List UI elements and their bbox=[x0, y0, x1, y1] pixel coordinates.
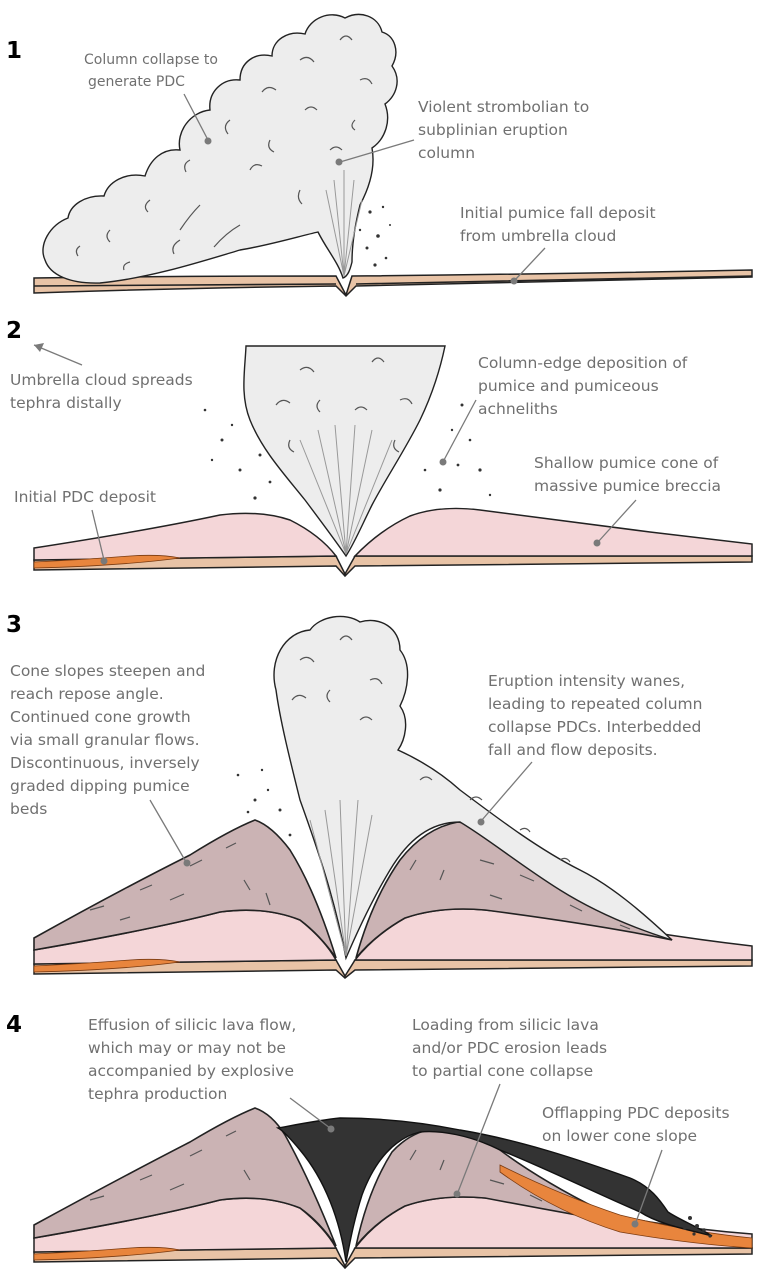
panel-4-cone-bedding bbox=[89, 1130, 543, 1202]
panel-1: 1 Column collapse to generate PDC Violen… bbox=[6, 13, 753, 298]
panel-3-dot-wanes bbox=[477, 818, 485, 826]
panel-2-dot-edge bbox=[439, 458, 447, 466]
panel-2-leader-pdc bbox=[91, 509, 105, 561]
panel-3-eruption-column bbox=[273, 615, 673, 961]
panel-4-left-steep-cone bbox=[33, 1107, 337, 1247]
panel-4-leader-effusion bbox=[289, 1097, 331, 1129]
panel-4-leader-offlap bbox=[635, 1149, 663, 1223]
panel-4-talus-blocks bbox=[683, 1216, 712, 1238]
panel-2-dot-cone bbox=[593, 539, 601, 547]
panel-3-left-steep-cone bbox=[33, 819, 337, 959]
panel-4-silicic-lava-flow bbox=[275, 1117, 713, 1263]
panel-3-cone-bedding bbox=[89, 842, 631, 930]
panel-3-number: 3 bbox=[6, 612, 22, 638]
panel-2-left-pumice-cone bbox=[33, 512, 338, 561]
panel-3-label-wanes: Eruption intensity wanes, leading to rep… bbox=[488, 672, 707, 759]
panel-4-dot-loading bbox=[453, 1190, 461, 1198]
panel-1-label-collapse: Column collapse to generate PDC bbox=[84, 52, 222, 90]
panel-3-leader-wanes bbox=[481, 761, 533, 821]
panel-3-ejecta bbox=[236, 768, 292, 837]
panel-4-label-offlap: Offlapping PDC deposits on lower cone sl… bbox=[542, 1104, 734, 1145]
panel-1-leader-column bbox=[339, 139, 415, 163]
panel-3: 3 Cone slopes steepen and reach repose a… bbox=[6, 612, 753, 979]
panel-4-initial-pdc-deposit bbox=[33, 1246, 181, 1261]
panel-2-label-pdc: Initial PDC deposit bbox=[14, 488, 156, 506]
panel-2-umbrella-arrowhead bbox=[34, 343, 44, 352]
panel-2-leader-cone bbox=[597, 499, 637, 543]
panel-1-number: 1 bbox=[6, 38, 22, 64]
panel-2-label-edge: Column-edge deposition of pumice and pum… bbox=[478, 354, 692, 418]
panel-1-label-fall: Initial pumice fall deposit from umbrell… bbox=[460, 204, 660, 245]
panel-1-label-column: Violent strombolian to subplinian erupti… bbox=[418, 98, 594, 162]
panel-3-label-slopes: Cone slopes steepen and reach repose ang… bbox=[10, 662, 210, 818]
panel-2-umbrella-arrow bbox=[33, 344, 83, 366]
panel-2-eruption-column bbox=[243, 345, 446, 558]
panel-3-column-streaks bbox=[309, 799, 373, 957]
panel-4-number: 4 bbox=[6, 1012, 22, 1038]
panel-4-label-loading: Loading from silicic lava and/or PDC ero… bbox=[412, 1016, 612, 1080]
panel-4-dot-effusion bbox=[327, 1125, 335, 1133]
panel-1-dot-fall bbox=[510, 277, 518, 285]
panel-2-label-cone: Shallow pumice cone of massive pumice br… bbox=[534, 454, 723, 495]
panel-4-offlapping-pdc bbox=[499, 1164, 753, 1249]
panel-1-column-streaks bbox=[325, 170, 363, 277]
panel-2-column-streaks bbox=[299, 424, 393, 555]
panel-3-dot-slopes bbox=[183, 859, 191, 867]
panel-1-dot-column bbox=[335, 158, 343, 166]
panel-2-number: 2 bbox=[6, 318, 22, 344]
panel-1-ground-line bbox=[33, 275, 753, 287]
panel-1-leader-collapse bbox=[183, 93, 209, 141]
panel-2-column-texture bbox=[275, 357, 413, 453]
panel-2-right-pumice-cone bbox=[353, 507, 753, 557]
panel-3-column-texture bbox=[291, 635, 571, 863]
panel-2: 2 Umbrella cloud spreads tephra distally… bbox=[6, 318, 753, 578]
panel-4-leader-loading bbox=[457, 1083, 501, 1193]
panel-4-label-effusion: Effusion of silicic lava flow, which may… bbox=[88, 1016, 301, 1103]
panel-2-dot-pdc bbox=[100, 557, 108, 565]
panel-4: 4 Effusion of silicic lava flow, which m… bbox=[6, 1012, 753, 1270]
panel-2-leader-edge bbox=[443, 399, 477, 461]
panel-1-ejecta bbox=[358, 205, 391, 267]
panel-3-initial-pdc-deposit bbox=[33, 958, 181, 973]
panel-1-dot-collapse bbox=[204, 137, 212, 145]
panel-1-plume-texture bbox=[75, 35, 373, 271]
panel-1-eruption-plume bbox=[42, 13, 398, 284]
panel-4-dot-offlap bbox=[631, 1220, 639, 1228]
panel-3-leader-slopes bbox=[149, 799, 187, 863]
panel-2-ejecta bbox=[203, 403, 492, 500]
panel-1-leader-fall bbox=[514, 247, 546, 281]
panel-2-label-umbrella: Umbrella cloud spreads tephra distally bbox=[10, 371, 198, 412]
